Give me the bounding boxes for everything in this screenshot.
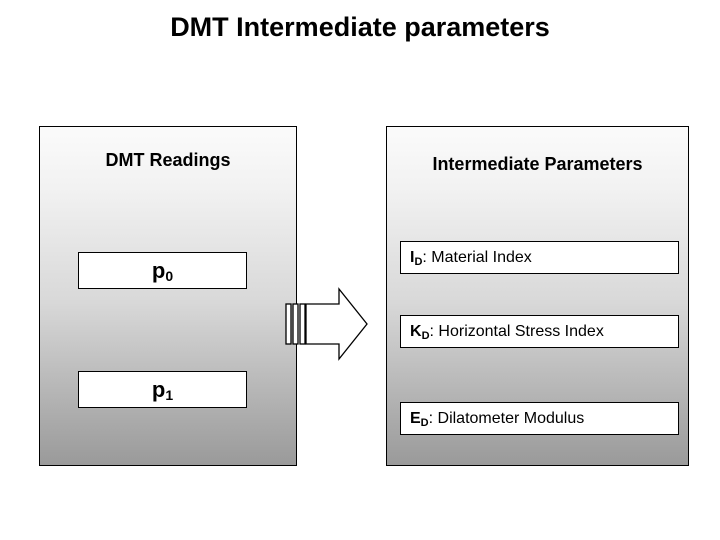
reading-box-p1[interactable]: p1	[78, 371, 247, 408]
parameter-label-ed: ED: Dilatometer Modulus	[410, 409, 585, 429]
parameter-box-kd[interactable]: KD: Horizontal Stress Index	[400, 315, 679, 348]
parameter-label-kd: KD: Horizontal Stress Index	[410, 322, 604, 342]
parameter-label-id: ID: Material Index	[410, 248, 532, 268]
reading-box-p0[interactable]: p0	[78, 252, 247, 289]
intermediate-parameters-heading: Intermediate Parameters	[432, 154, 643, 174]
page-title: DMT Intermediate parameters	[170, 12, 550, 42]
dmt-readings-panel	[39, 126, 297, 466]
parameter-box-id[interactable]: ID: Material Index	[400, 241, 679, 274]
reading-label-p1: p1	[151, 376, 174, 403]
dmt-readings-heading: DMT Readings	[105, 150, 231, 170]
reading-label-p0: p0	[151, 257, 174, 284]
flow-arrow-right	[285, 287, 369, 361]
parameter-box-ed[interactable]: ED: Dilatometer Modulus	[400, 402, 679, 435]
